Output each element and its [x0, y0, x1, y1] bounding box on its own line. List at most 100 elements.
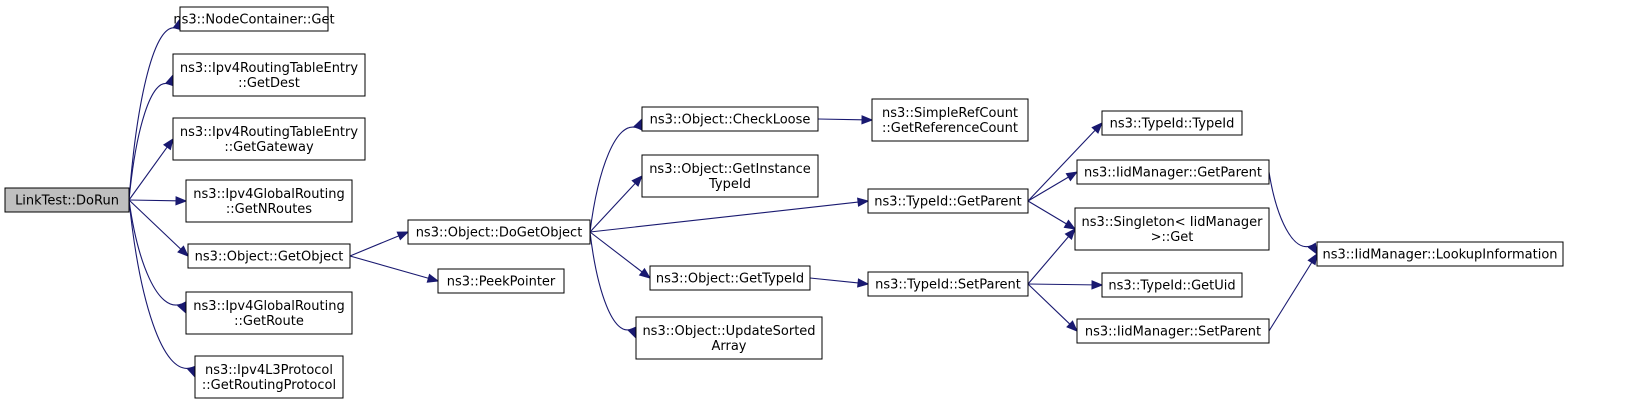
node-obj-gettypeid[interactable]: ns3::Object::GetTypeId: [649, 265, 811, 291]
node-label: TypeId: [708, 177, 751, 192]
edge-dorun-to-nc_get: [128, 17, 182, 201]
node-label: ns3::Ipv4GlobalRouting: [193, 299, 344, 314]
arrowhead: [396, 231, 410, 241]
node-typeid-getuid[interactable]: ns3::TypeId::GetUid: [1101, 272, 1243, 298]
node-label: ns3::TypeId::GetUid: [1108, 279, 1235, 294]
node-iid-getparent[interactable]: ns3::IidManager::GetParent: [1076, 159, 1270, 185]
edge-line: [589, 126, 639, 233]
node-l3-getroutingprotocol[interactable]: ns3::Ipv4L3Protocol::GetRoutingProtocol: [194, 355, 344, 399]
edge-line: [589, 231, 633, 331]
node-label: ns3::SimpleRefCount: [882, 106, 1018, 121]
edge-line: [1268, 262, 1313, 332]
node-obj-checkloose[interactable]: ns3::Object::CheckLoose: [641, 106, 819, 132]
node-label: ::GetRoutingProtocol: [202, 378, 336, 393]
node-peekpointer[interactable]: ns3::PeekPointer: [437, 268, 565, 294]
node-gr-getroute[interactable]: ns3::Ipv4GlobalRouting::GetRoute: [185, 291, 353, 335]
edge-obj_dogetobject-to-typeid_getparent: [589, 197, 870, 233]
edge-obj_checkloose-to-src_getreferencecount: [817, 115, 874, 125]
node-label: ns3::Object::CheckLoose: [650, 113, 811, 128]
edge-line: [817, 118, 863, 121]
node-label: ::GetReferenceCount: [882, 121, 1018, 136]
arrowhead: [861, 115, 874, 125]
node-dorun[interactable]: LinkTest::DoRun: [4, 187, 130, 213]
node-typeid-getparent[interactable]: ns3::TypeId::GetParent: [867, 188, 1029, 214]
edge-line: [1027, 176, 1069, 202]
node-obj-getobject[interactable]: ns3::Object::GetObject: [187, 243, 351, 269]
node-box: [867, 271, 1029, 297]
node-label: ns3::Object::DoGetObject: [416, 226, 583, 241]
edge-line: [128, 199, 177, 202]
edge-obj_gettypeid-to-typeid_setparent: [809, 277, 870, 288]
arrowhead: [1065, 171, 1079, 182]
edge-obj_getobject-to-peekpointer: [349, 255, 440, 283]
arrowhead: [857, 197, 870, 207]
node-box: [194, 355, 344, 399]
node-box: [4, 187, 130, 213]
edge-dorun-to-rte_getdest: [128, 73, 174, 201]
edge-line: [1027, 200, 1067, 225]
node-obj-dogetobject[interactable]: ns3::Object::DoGetObject: [407, 219, 591, 245]
edge-line: [349, 235, 399, 257]
arrowhead: [1063, 219, 1077, 230]
edge-line: [1027, 129, 1096, 202]
node-rte-getgateway[interactable]: ns3::Ipv4RoutingTableEntry::GetGateway: [172, 117, 366, 161]
node-label: ns3::NodeContainer::Get: [173, 13, 334, 28]
node-box: [1101, 110, 1243, 136]
node-gr-getnroutes[interactable]: ns3::Ipv4GlobalRouting::GetNRoutes: [185, 179, 353, 223]
arrowhead: [177, 245, 189, 257]
edge-line: [589, 231, 643, 273]
arrowhead: [1064, 227, 1076, 241]
node-label: ns3::Object::GetTypeId: [656, 272, 804, 287]
node-iid-lookupinformation[interactable]: ns3::IidManager::LookupInformation: [1316, 241, 1564, 267]
edge-line: [349, 255, 429, 279]
node-box: [1076, 318, 1270, 344]
edge-obj_dogetobject-to-obj_checkloose: [589, 117, 643, 233]
edge-typeid_setparent-to-typeid_getuid: [1027, 280, 1104, 290]
node-box: [437, 268, 565, 294]
node-label: ns3::Ipv4L3Protocol: [205, 363, 333, 378]
node-singleton-get[interactable]: ns3::Singleton< IidManager>::Get: [1074, 207, 1270, 251]
edge-dorun-to-gr_getnroutes: [128, 196, 188, 206]
edge-line: [809, 277, 859, 284]
node-box: [641, 106, 819, 132]
edge-line: [128, 27, 178, 201]
node-label: ns3::Object::GetInstance: [649, 162, 811, 177]
node-box: [172, 117, 366, 161]
arrowhead: [857, 278, 870, 288]
node-src-getreferencecount[interactable]: ns3::SimpleRefCount::GetReferenceCount: [871, 98, 1029, 142]
edge-dorun-to-l3_getroutingprotocol: [128, 199, 196, 379]
arrowhead: [1066, 320, 1078, 332]
node-label: ns3::Ipv4RoutingTableEntry: [180, 125, 358, 140]
node-label: ns3::Object::GetObject: [195, 250, 344, 265]
arrowhead: [165, 73, 174, 87]
node-label: ::GetRoute: [234, 314, 304, 329]
node-typeid-setparent[interactable]: ns3::TypeId::SetParent: [867, 271, 1029, 297]
node-label: ns3::Singleton< IidManager: [1081, 215, 1263, 230]
node-label: ns3::IidManager::SetParent: [1085, 325, 1261, 340]
arrowhead: [631, 175, 643, 187]
edge-line: [589, 182, 636, 233]
edge-line: [1027, 236, 1069, 285]
edge-line: [128, 199, 182, 250]
arrowhead: [1307, 252, 1318, 266]
arrowhead: [627, 326, 637, 340]
edge-typeid_setparent-to-iid_setparent: [1027, 283, 1078, 332]
node-box: [179, 6, 329, 32]
node-typeid-typeid[interactable]: ns3::TypeId::TypeId: [1101, 110, 1243, 136]
node-iid-setparent[interactable]: ns3::IidManager::SetParent: [1076, 318, 1270, 344]
node-nc-get[interactable]: ns3::NodeContainer::Get: [173, 6, 335, 32]
node-rte-getdest[interactable]: ns3::Ipv4RoutingTableEntry::GetDest: [172, 53, 366, 97]
arrowhead: [1091, 280, 1104, 290]
edge-line: [1027, 283, 1093, 286]
node-box: [635, 316, 823, 360]
node-box: [641, 154, 819, 198]
node-box: [407, 219, 591, 245]
node-box: [172, 53, 366, 97]
node-label: ns3::IidManager::LookupInformation: [1322, 248, 1557, 263]
node-label: Array: [711, 339, 746, 354]
edge-iid_getparent-to-iid_lookupinformation: [1268, 171, 1318, 256]
node-label: ns3::TypeId::GetParent: [874, 195, 1022, 210]
